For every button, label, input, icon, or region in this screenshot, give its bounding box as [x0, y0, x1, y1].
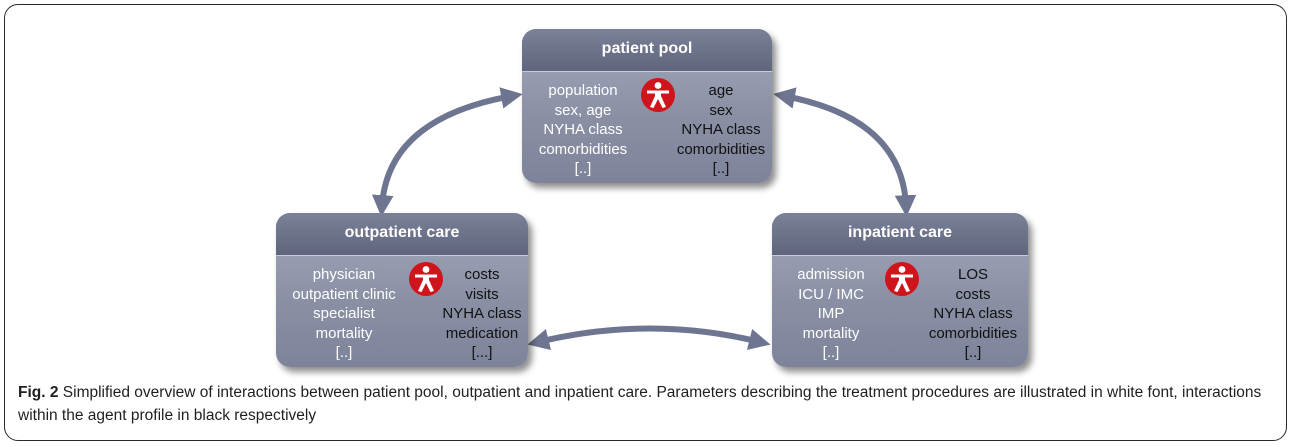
list-item: mortality [315, 324, 373, 342]
inpatient-care-title: inpatient care [772, 213, 1028, 256]
list-item: ICU / IMC [798, 285, 864, 303]
list-item: outpatient clinic [292, 285, 396, 303]
list-item: [..] [822, 344, 840, 361]
list-item: population [548, 82, 618, 99]
list-item: costs [955, 285, 991, 303]
list-item: [..] [712, 160, 730, 177]
list-item: [...] [471, 344, 493, 361]
list-item: [..] [335, 344, 353, 361]
patient-pool-treatment-parameters: population sex, age NYHA class comorbidi… [526, 81, 640, 179]
list-item: specialist [313, 305, 375, 322]
outpatient-care-agent-profile: costs visits NYHA class medication [...] [436, 265, 528, 363]
list-item: NYHA class [442, 305, 522, 322]
list-item: NYHA class [543, 121, 623, 138]
arrow-patient-pool-outpatient-care [371, 87, 523, 217]
list-item: age [708, 82, 734, 99]
list-item: IMP [817, 305, 845, 322]
patient-pool-box: patient pool population sex, age NYHA cl… [522, 29, 772, 183]
list-item: NYHA class [933, 305, 1013, 322]
inpatient-care-treatment-parameters: admission ICU / IMC IMP mortality [..] [778, 265, 884, 363]
figure-frame [4, 4, 1287, 441]
figure-caption: Fig. 2 Simplified overview of interactio… [18, 381, 1268, 427]
agent-person-icon [885, 262, 919, 296]
agent-person-icon [409, 262, 443, 296]
list-item: medication [445, 324, 519, 342]
list-item: mortality [802, 324, 860, 342]
list-item: [..] [964, 344, 982, 361]
list-item: comorbidities [676, 140, 766, 158]
list-item: NYHA class [681, 121, 761, 138]
patient-pool-title: patient pool [522, 29, 772, 72]
inpatient-care-agent-profile: LOS costs NYHA class comorbidities [..] [920, 265, 1026, 363]
figure-label: Fig. 2 [18, 384, 59, 401]
arrow-outpatient-care-inpatient-care [527, 325, 771, 350]
list-item: costs [464, 266, 500, 283]
list-item: sex [709, 101, 733, 119]
list-item: [..] [574, 160, 592, 177]
list-item: comorbidities [928, 324, 1018, 342]
arrow-patient-pool-inpatient-care [773, 87, 917, 217]
patient-pool-agent-profile: age sex NYHA class comorbidities [..] [670, 81, 772, 179]
outpatient-care-title: outpatient care [276, 213, 528, 256]
inpatient-care-box: inpatient care admission ICU / IMC IMP m… [772, 213, 1028, 367]
caption-text: Simplified overview of interactions betw… [18, 384, 1262, 424]
outpatient-care-treatment-parameters: physician outpatient clinic specialist m… [280, 265, 408, 363]
list-item: visits [465, 285, 499, 303]
outpatient-care-box: outpatient care physician outpatient cli… [276, 213, 528, 367]
list-item: LOS [957, 266, 988, 283]
list-item: comorbidities [538, 140, 628, 158]
list-item: physician [312, 266, 376, 283]
list-item: admission [797, 266, 865, 283]
agent-person-icon [641, 78, 675, 112]
list-item: sex, age [554, 101, 612, 119]
